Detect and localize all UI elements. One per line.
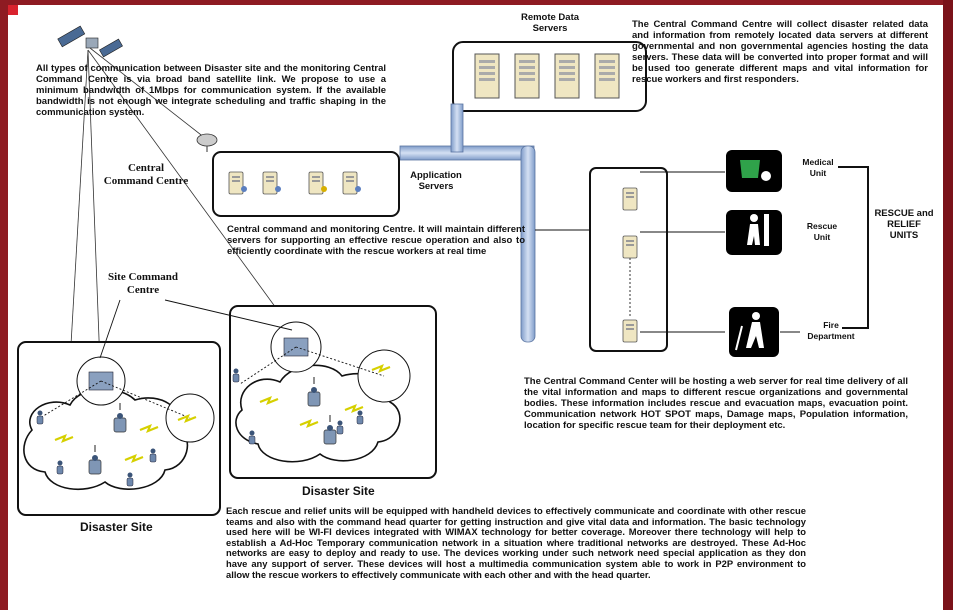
- remote-server-icons: [474, 53, 620, 99]
- site-command-links: [39, 299, 385, 419]
- network-cloud-right: [235, 364, 401, 463]
- dish-icon: [196, 133, 218, 152]
- web-server-text: The Central Command Center will be hosti…: [524, 376, 908, 431]
- monitoring-text: Central command and monitoring Centre. I…: [227, 224, 525, 257]
- application-servers-label: Application Servers: [410, 170, 462, 192]
- medical-unit-label: Medical Unit: [802, 157, 834, 178]
- satellite-icon: [57, 25, 123, 58]
- rescue-server-icons: [622, 187, 638, 343]
- medical-unit-icon: [726, 150, 782, 192]
- network-backbone: [399, 103, 590, 343]
- central-command-box: [212, 151, 400, 217]
- right-border: [943, 0, 953, 610]
- disaster-site-left-label: Disaster Site: [80, 520, 153, 534]
- application-server-icons: [228, 171, 361, 195]
- central-command-text: The Central Command Centre will collect …: [632, 19, 928, 85]
- site-command-label: Site Command Centre: [108, 271, 178, 296]
- fire-department-label: Fire Department: [807, 320, 855, 341]
- left-border: [0, 0, 8, 610]
- rescue-servers-box: [589, 167, 668, 352]
- rescue-unit-icon: [726, 210, 782, 255]
- remote-servers-label: Remote Data Servers: [520, 12, 580, 34]
- fire-department-icon: [729, 307, 779, 357]
- rescue-relief-label: RESCUE and RELIEF UNITS: [874, 208, 934, 241]
- corner-accent: [8, 5, 18, 15]
- central-command-label: Central Command Centre: [103, 162, 189, 187]
- handheld-devices-text: Each rescue and relief units will be equ…: [226, 505, 806, 580]
- satellite-links: [69, 47, 293, 366]
- network-cloud-left: [23, 388, 189, 490]
- satellite-text: All types of communication between Disas…: [36, 63, 386, 118]
- top-border: [0, 0, 953, 5]
- unit-links: [640, 166, 869, 333]
- rescue-unit-label: Rescue Unit: [806, 221, 838, 242]
- disaster-site-right-label: Disaster Site: [302, 484, 375, 498]
